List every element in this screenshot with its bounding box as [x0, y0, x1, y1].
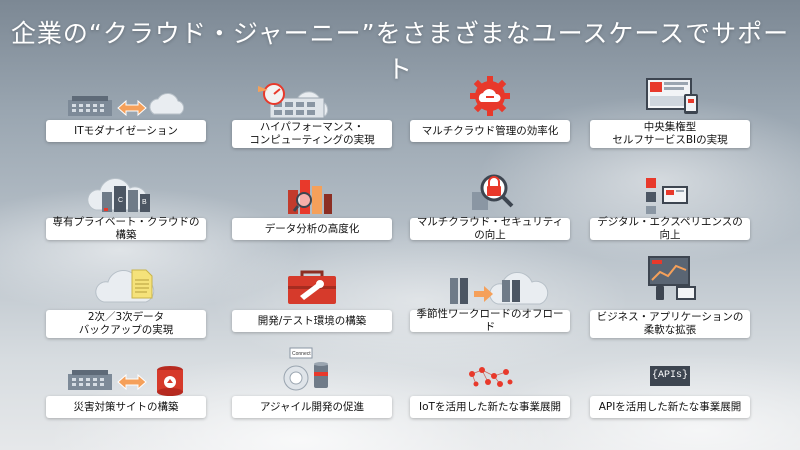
business-apps-icon [590, 252, 750, 304]
disaster-recovery-icon [46, 352, 206, 404]
tile-label: 開発/テスト環境の構築 [232, 310, 392, 332]
iot-network-icon [410, 352, 570, 404]
tile-label: APIを活用した新たな事業展開 [590, 396, 750, 418]
server-to-cloud-icon [410, 262, 570, 314]
tile-label: ビジネス・アプリケーションの 柔軟な拡張 [590, 310, 750, 338]
tile-label: ITモダナイゼーション [46, 120, 206, 142]
tile-label: IoTを活用した新たな事業展開 [410, 396, 570, 418]
api-icon: {APIs} [590, 356, 750, 408]
tile-label: 災害対策サイトの構築 [46, 396, 206, 418]
datacenter-to-cloud-icon [46, 76, 206, 128]
tile-label: 専有プライベート・クラウドの構築 [46, 216, 206, 241]
tile-label: マルチクラウド管理の効率化 [410, 120, 570, 142]
tile-label: アジャイル開発の促進 [232, 396, 392, 418]
tile-label: データ分析の高度化 [232, 218, 392, 240]
tile-label: 季節性ワークロードのオフロード [410, 308, 570, 333]
digital-apps-icon [590, 168, 750, 220]
speedometer-servers-icon [232, 76, 392, 128]
tile-label: デジタル・エクスペリエンスの向上 [590, 216, 750, 241]
api-badge: {APIs} [650, 366, 690, 386]
svg-text:C: C [118, 197, 123, 204]
agile-dev-icon: Connect [232, 344, 392, 396]
connect-tag: Connect [292, 351, 311, 357]
svg-text:B: B [142, 199, 147, 206]
tile-label: マルチクラウド・セキュリティの向上 [410, 216, 570, 241]
toolbox-icon [232, 262, 392, 314]
tile-label: ハイパフォーマンス・ コンピューティングの実現 [232, 120, 392, 148]
document-cloud-icon [46, 258, 206, 310]
dashboard-devices-icon [590, 72, 750, 124]
page-title: 企業の“クラウド・ジャーニー”をさまざまなユースケースでサポート [10, 19, 790, 84]
lock-magnifier-icon [410, 168, 570, 220]
tile-label: 2次／3次データ バックアップの実現 [46, 310, 206, 338]
tile-label: 中央集権型 セルフサービスBIの実現 [590, 120, 750, 148]
private-cloud-servers-icon: C B [46, 168, 206, 220]
analytics-magnifier-icon [232, 168, 392, 220]
gear-cloud-icon [410, 72, 570, 124]
